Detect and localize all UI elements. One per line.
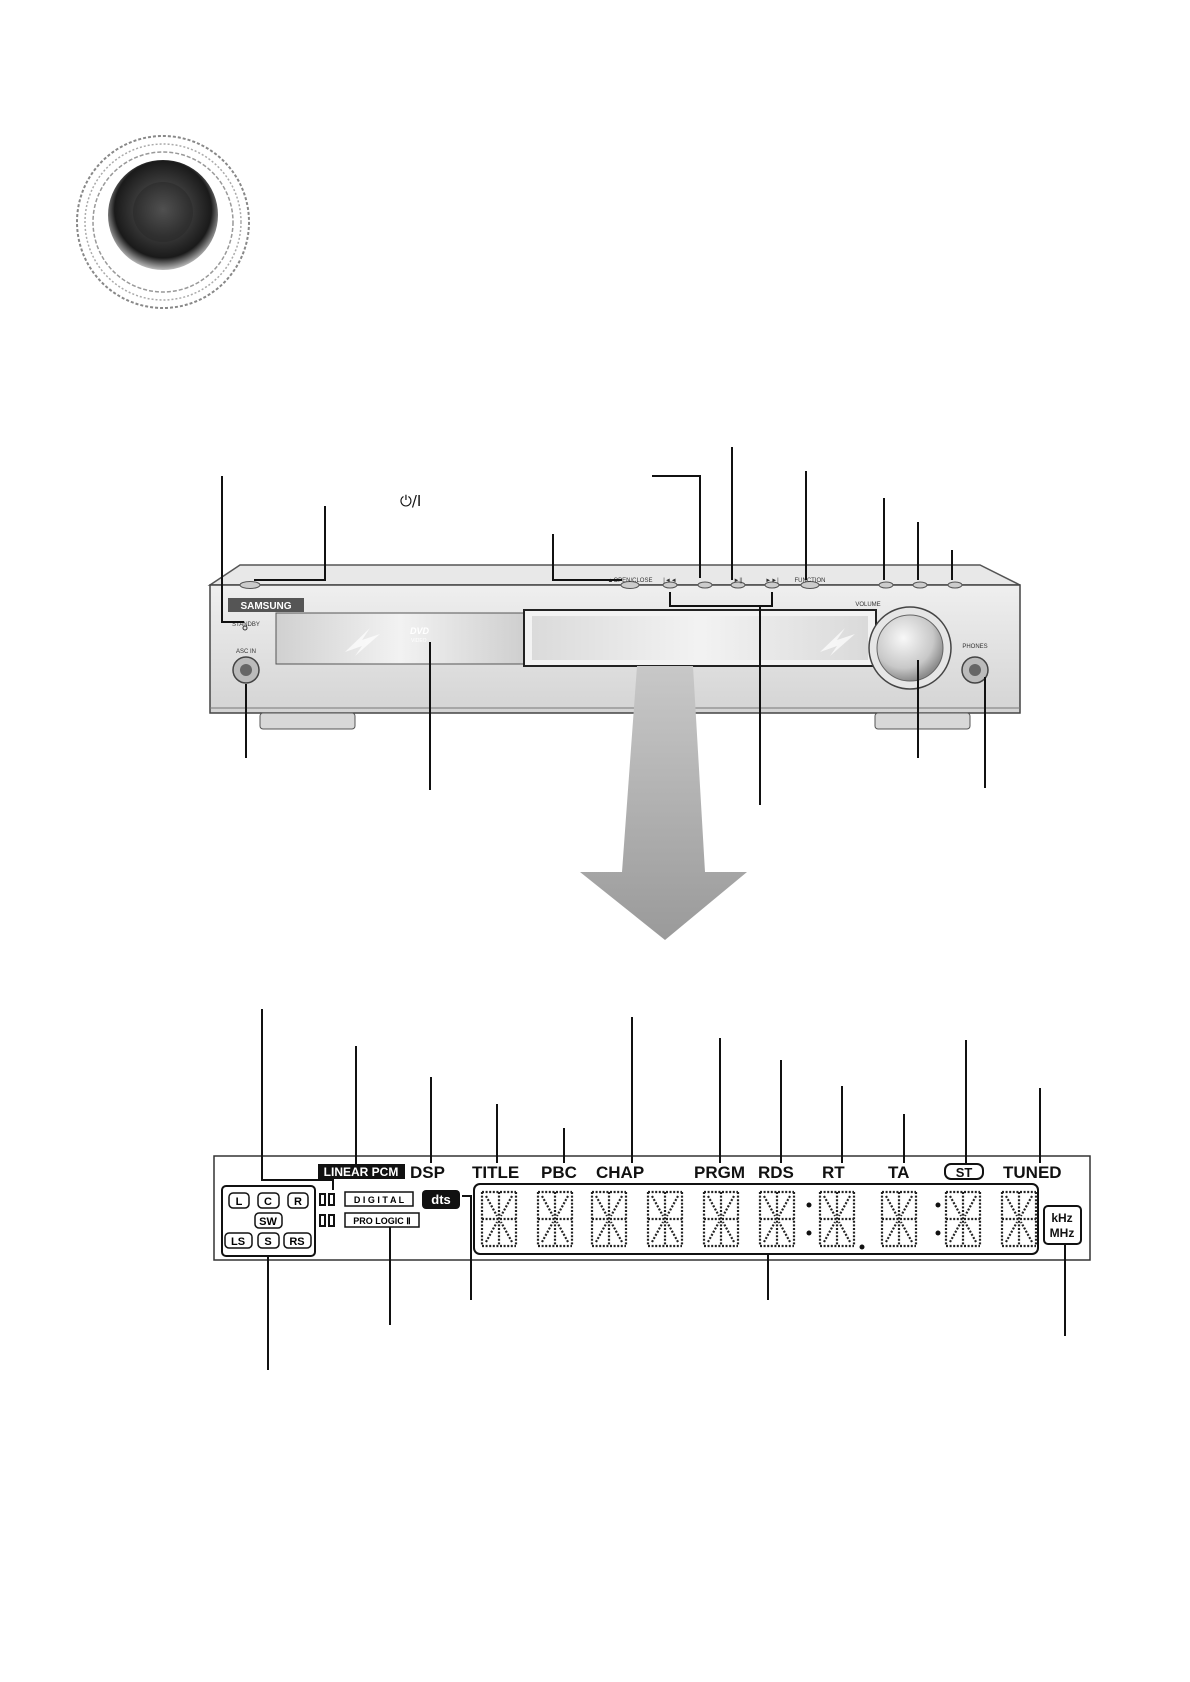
standby-indicator [242,625,248,631]
asc-in-label: ASC IN [236,649,256,655]
prgm-indicator: PRGM [694,1163,745,1182]
next-label: ►►| [765,578,779,584]
dolby-digital-icon [319,1193,335,1206]
segment-digit [480,1190,518,1248]
channel-c: C [264,1196,272,1208]
next-button[interactable] [764,581,780,589]
tuning-down-button[interactable] [878,581,894,589]
channel-r: R [294,1196,302,1208]
channel-rs: RS [289,1236,304,1248]
phones-label: PHONES [962,644,987,650]
colon-dot [935,1202,941,1208]
display-callouts [261,1009,1066,1370]
open-close-button[interactable] [620,581,640,589]
dvd-video-label: VIDEO [411,638,427,644]
dts-label: dts [431,1192,451,1207]
digital-label: D I G I T A L [354,1195,405,1205]
segment-digit [944,1190,982,1248]
segment-digit [818,1190,856,1248]
st-indicator: ST [956,1165,973,1180]
channel-sw: SW [259,1216,277,1228]
band-button[interactable] [947,581,963,589]
khz-indicator: kHz [1051,1211,1072,1225]
segment-digit [880,1190,918,1248]
brand-logo: SAMSUNG [240,601,291,612]
lightning-deco-right-icon [820,628,855,656]
segment-digit [758,1190,796,1248]
channel-ls: LS [231,1236,245,1248]
dvd-logo: DVD [410,626,430,636]
rt-indicator: RT [822,1163,845,1182]
prev-button[interactable] [662,581,678,589]
decimal-dot [859,1244,865,1250]
segment-digits [480,1190,1038,1250]
disc-tray[interactable] [275,612,525,665]
title-indicator: TITLE [472,1163,519,1182]
receiver-callouts [221,447,986,805]
pro-logic-label: PRO LOGIC Ⅱ [353,1216,410,1226]
segment-digit [536,1190,574,1248]
colon-dot [806,1202,812,1208]
open-close-label: ▲OPEN/CLOSE [608,578,653,584]
channel-s: S [264,1236,271,1248]
linear-pcm-indicator: LINEAR PCM [324,1165,399,1179]
segment-digit [1000,1190,1038,1248]
tuning-up-button[interactable] [912,581,928,589]
stop-button[interactable] [697,581,713,589]
dts-badge [422,1190,460,1209]
standby-label: STANDBY [232,622,260,628]
receiver-unit: ▲OPEN/CLOSE |◄◄ ►|| ►►| FUNCTION SAMSUNG… [207,564,1021,730]
colon-dot [935,1230,941,1236]
display-panel: L C R SW LS S RS D I G I T A L [213,1155,1091,1261]
function-button[interactable] [800,581,820,589]
speaker-icon [76,135,250,309]
play-pause-label: ►|| [733,578,742,584]
tuned-indicator: TUNED [1003,1163,1062,1182]
lightning-deco-icon [345,628,380,656]
power-symbol: ⏻/I [400,492,421,510]
chap-indicator: CHAP [596,1163,644,1182]
power-button[interactable] [239,581,261,589]
function-label: FUNCTION [795,578,826,584]
segment-digit [590,1190,628,1248]
channel-l: L [236,1196,243,1208]
segment-digit [702,1190,740,1248]
dolby-prologic-icon [319,1214,335,1227]
character-display [473,1183,1039,1255]
down-arrow-icon [580,666,747,940]
dsp-indicator: DSP [410,1163,445,1182]
rds-indicator: RDS [758,1163,794,1182]
play-pause-button[interactable] [730,581,746,589]
volume-knob[interactable] [876,614,944,682]
ta-indicator: TA [888,1163,909,1182]
segment-digit [646,1190,684,1248]
mhz-indicator: MHz [1050,1226,1075,1240]
volume-label: VOLUME [855,602,880,608]
pbc-indicator: PBC [541,1163,577,1182]
colon-dot [806,1230,812,1236]
prev-label: |◄◄ [663,578,676,584]
